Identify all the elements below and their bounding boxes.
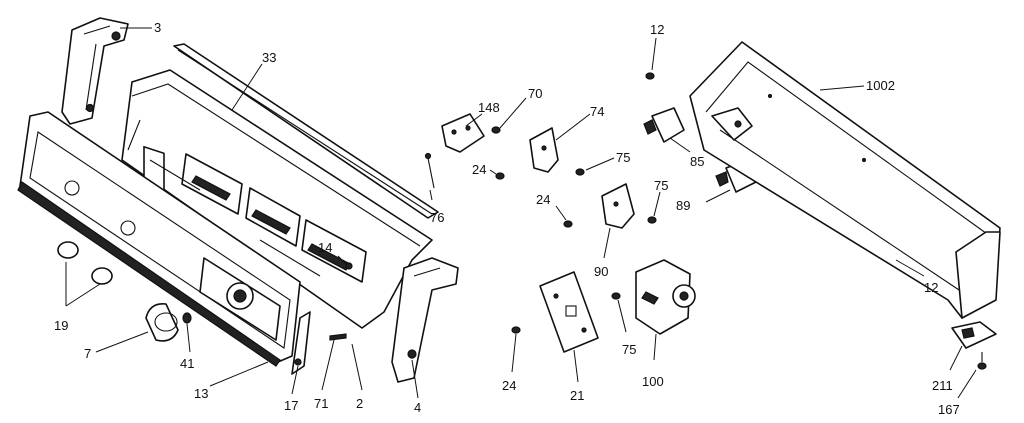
fastener-75b [647, 216, 657, 224]
fastener-12a [645, 72, 655, 80]
label-part-12-top: 12 [650, 22, 664, 37]
label-part-33: 33 [262, 50, 276, 65]
leader-lines [65, 27, 977, 399]
label-part-75-lower: 75 [622, 342, 636, 357]
label-part-24-lower: 24 [502, 378, 516, 393]
screw-71 [329, 333, 347, 341]
label-part-100: 100 [642, 374, 664, 389]
clip-bracket [441, 113, 485, 153]
label-part-167: 167 [938, 402, 960, 417]
label-part-70: 70 [528, 86, 542, 101]
fastener-24b [563, 220, 573, 228]
right-end-cap [391, 257, 459, 383]
label-part-13: 13 [194, 386, 208, 401]
label-part-148: 148 [478, 100, 500, 115]
label-part-3: 3 [154, 20, 161, 35]
label-part-17: 17 [284, 398, 298, 413]
label-part-4: 4 [414, 400, 421, 415]
label-part-7: 7 [84, 346, 91, 361]
fastener-75a [575, 168, 585, 176]
left-end-cap-top [61, 17, 129, 125]
label-part-1002: 1002 [866, 78, 895, 93]
top-trim-strip [173, 43, 439, 219]
small-knobs [57, 241, 113, 285]
label-part-24-upper: 24 [472, 162, 486, 177]
fastener-75c [611, 292, 621, 300]
switch-lever [291, 311, 311, 375]
label-part-89: 89 [676, 198, 690, 213]
label-part-21: 21 [570, 388, 584, 403]
part-labels: 3 33 148 70 74 12 1002 85 75 24 76 24 75… [54, 20, 960, 417]
fastener-70 [491, 126, 501, 134]
timer-motor [635, 259, 696, 335]
label-part-71: 71 [314, 396, 328, 411]
label-part-19: 19 [54, 318, 68, 333]
screw-167 [977, 352, 987, 370]
label-part-90: 90 [594, 264, 608, 279]
knob-clip [182, 312, 192, 324]
label-part-76: 76 [430, 210, 444, 225]
label-part-14: 14 [318, 240, 332, 255]
label-part-12-bottom: 12 [924, 280, 938, 295]
label-part-24-middle: 24 [536, 192, 550, 207]
fastener-24c [511, 326, 521, 334]
label-part-74: 74 [590, 104, 604, 119]
label-part-75-middle: 75 [654, 178, 668, 193]
main-knob [145, 302, 179, 342]
label-part-85: 85 [690, 154, 704, 169]
label-part-211: 211 [932, 378, 953, 393]
clamp-211 [951, 321, 997, 349]
long-screw [424, 152, 435, 189]
small-bracket [345, 262, 353, 270]
switch-bracket-90 [601, 183, 635, 229]
switch-bracket-74 [529, 127, 559, 173]
label-part-41: 41 [180, 356, 194, 371]
circuit-board [539, 271, 599, 353]
fastener-24a [495, 172, 505, 180]
label-part-2: 2 [356, 396, 363, 411]
front-console-panel [17, 111, 301, 367]
switch-85 [643, 107, 685, 143]
label-part-75-upper: 75 [616, 150, 630, 165]
rear-housing [689, 41, 1001, 319]
